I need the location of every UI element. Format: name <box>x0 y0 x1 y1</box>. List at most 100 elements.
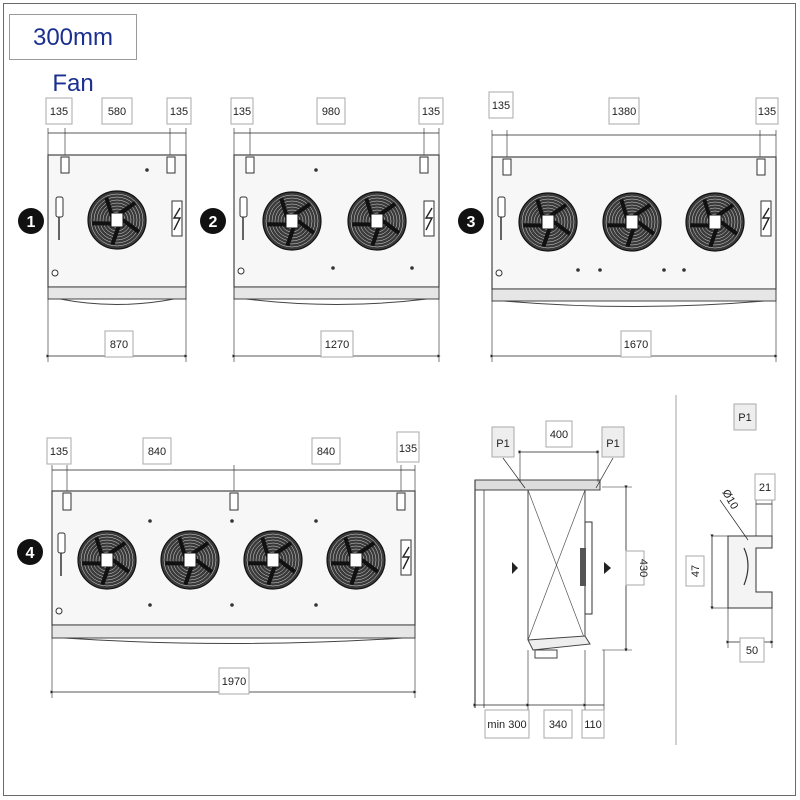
dimension-label: 1970 <box>218 667 250 695</box>
dimension-label: 135 <box>230 97 254 125</box>
fan-icon <box>262 191 322 251</box>
svg-text:135: 135 <box>399 443 417 455</box>
svg-text:1380: 1380 <box>612 106 636 118</box>
fan-icon <box>347 191 407 251</box>
fan-icon <box>160 530 220 590</box>
dimension-label: 135 <box>46 437 72 465</box>
dimension-label: 110 <box>581 709 605 739</box>
svg-text:980: 980 <box>322 106 340 118</box>
svg-text:P1: P1 <box>496 438 509 450</box>
fan-icon <box>518 192 578 252</box>
bracket-detail: P1 47 50 21 Ø10 <box>685 403 776 663</box>
unit-badge: 1 <box>18 208 44 234</box>
svg-text:50: 50 <box>746 645 758 657</box>
dimension-label: 430 <box>625 550 649 586</box>
unit-badge: 3 <box>458 208 484 234</box>
fan-icon <box>685 192 745 252</box>
fan-group <box>262 191 407 251</box>
svg-text:580: 580 <box>108 106 126 118</box>
fan-icon <box>326 530 386 590</box>
unit-badge: 4 <box>17 539 43 565</box>
svg-text:1: 1 <box>27 214 36 231</box>
svg-text:21: 21 <box>759 482 771 494</box>
mount-bracket <box>502 158 512 176</box>
svg-text:840: 840 <box>317 446 335 458</box>
mount-bracket <box>229 492 239 511</box>
valve-icon <box>497 196 506 240</box>
svg-text:min 300: min 300 <box>487 719 526 731</box>
p1-label-left: P1 <box>491 426 515 458</box>
svg-text:400: 400 <box>550 429 568 441</box>
page-title: 300mm Fan <box>32 24 114 97</box>
svg-text:P1: P1 <box>606 438 619 450</box>
svg-text:P1: P1 <box>738 412 751 424</box>
svg-text:430: 430 <box>637 559 649 577</box>
dimension-label: 980 <box>316 97 346 125</box>
svg-text:135: 135 <box>422 106 440 118</box>
svg-text:3: 3 <box>467 214 476 231</box>
title-box: 300mm Fan <box>9 14 137 97</box>
unit-badge: 2 <box>200 208 226 234</box>
fan-icon <box>77 530 137 590</box>
svg-text:1970: 1970 <box>222 676 246 688</box>
fan-profile-icon <box>580 521 611 615</box>
dimension-label: 870 <box>104 330 134 358</box>
side-view: 430 400 P1 P1 min 300 340 110 <box>473 420 649 739</box>
svg-text:1270: 1270 <box>325 339 349 351</box>
dimension-label: 47 <box>685 555 705 587</box>
dimension-label: 50 <box>739 637 765 663</box>
svg-text:135: 135 <box>50 446 68 458</box>
dimension-label: 340 <box>543 709 573 739</box>
svg-text:135: 135 <box>170 106 188 118</box>
mount-bracket <box>396 492 406 511</box>
unit-2: 135 980 135 1270 2 <box>200 97 444 362</box>
dimension-label: 135 <box>396 431 420 463</box>
fan-group <box>87 190 147 250</box>
electrical-icon <box>400 539 412 576</box>
svg-text:340: 340 <box>549 719 567 731</box>
electrical-icon <box>171 200 183 237</box>
svg-text:135: 135 <box>758 106 776 118</box>
dimension-label: 135 <box>755 97 779 125</box>
svg-text:4: 4 <box>26 545 35 562</box>
valve-icon <box>239 196 248 240</box>
unit-3: 135 1380 135 1670 3 <box>458 91 779 362</box>
fan-icon <box>87 190 147 250</box>
svg-text:870: 870 <box>110 339 128 351</box>
valve-icon <box>57 532 66 576</box>
fan-icon <box>602 192 662 252</box>
drawing-frame <box>3 3 796 796</box>
svg-text:47: 47 <box>690 565 702 577</box>
valve-icon <box>55 196 64 240</box>
hole-diameter-label: Ø10 <box>719 488 740 512</box>
fan-group <box>77 530 386 590</box>
dimension-label: 840 <box>142 437 172 465</box>
dimension-label: 135 <box>418 97 444 125</box>
mount-bracket <box>245 156 255 174</box>
mount-bracket <box>419 156 429 174</box>
unit-4: 135 840 840 135 1970 4 <box>17 431 420 698</box>
svg-text:135: 135 <box>50 106 68 118</box>
mount-bracket <box>60 156 70 174</box>
svg-text:1670: 1670 <box>624 339 648 351</box>
fan-icon <box>243 530 303 590</box>
dimension-label: 135 <box>166 97 192 125</box>
unit-1: 135 580 135 870 1 <box>18 97 192 362</box>
dimension-label: 1380 <box>608 97 640 125</box>
mount-bracket <box>62 492 72 511</box>
electrical-icon <box>423 200 435 237</box>
dimension-label: 135 <box>45 97 73 125</box>
fan-group <box>518 192 745 252</box>
dimension-label: 21 <box>754 473 776 501</box>
svg-text:135: 135 <box>233 106 251 118</box>
mount-bracket <box>166 156 176 174</box>
dimension-label: 400 <box>545 420 573 448</box>
svg-text:840: 840 <box>148 446 166 458</box>
dimension-label: 580 <box>101 97 133 125</box>
airflow-arrow-icon <box>512 562 518 574</box>
mount-bracket <box>756 158 766 176</box>
dimension-label: 840 <box>311 437 341 465</box>
svg-text:2: 2 <box>209 214 218 231</box>
p1-label-right: P1 <box>601 426 625 458</box>
